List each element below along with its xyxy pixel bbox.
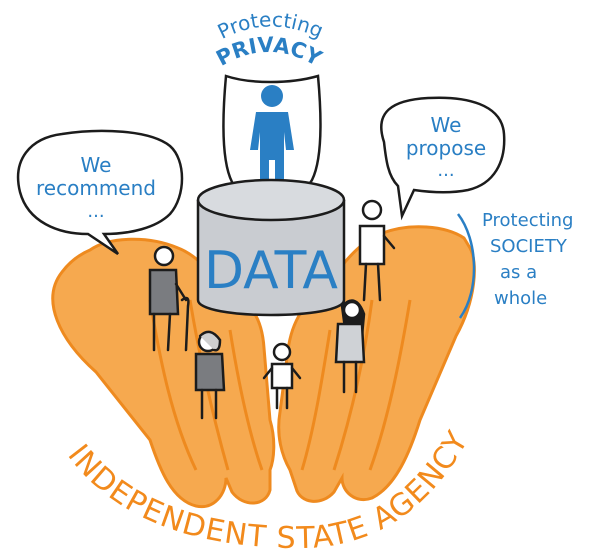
society-line2: SOCIETY	[490, 236, 568, 257]
bubble-right-line2: propose	[406, 136, 486, 160]
people	[148, 199, 396, 420]
bubble-left-line2: recommend	[36, 176, 156, 200]
bubble-right-line3: ...	[437, 160, 454, 181]
society-note: Protecting SOCIETY as a whole	[457, 210, 573, 319]
society-line3: as a	[500, 262, 537, 283]
person-woman-grey-hair	[194, 330, 226, 420]
shield	[222, 74, 322, 216]
person-woman-dark-hair	[334, 299, 366, 394]
data-cylinder: DATA	[196, 178, 346, 317]
person-icon	[250, 85, 294, 200]
data-label: DATA	[204, 241, 338, 301]
society-line4: whole	[494, 288, 547, 309]
person-tall-man	[358, 199, 396, 302]
person-elderly-with-cane	[148, 245, 190, 352]
bubble-right-line1: We	[431, 113, 462, 137]
bubble-left-line1: We	[81, 153, 112, 177]
speech-bubble-right: We propose ...	[380, 96, 506, 221]
privacy-heading: Protecting PRIVACY	[212, 7, 327, 71]
society-line1: Protecting	[482, 210, 573, 231]
person-child	[262, 342, 302, 410]
speech-bubble-left: We recommend ...	[16, 129, 184, 256]
bubble-left-line3: ...	[87, 201, 104, 222]
